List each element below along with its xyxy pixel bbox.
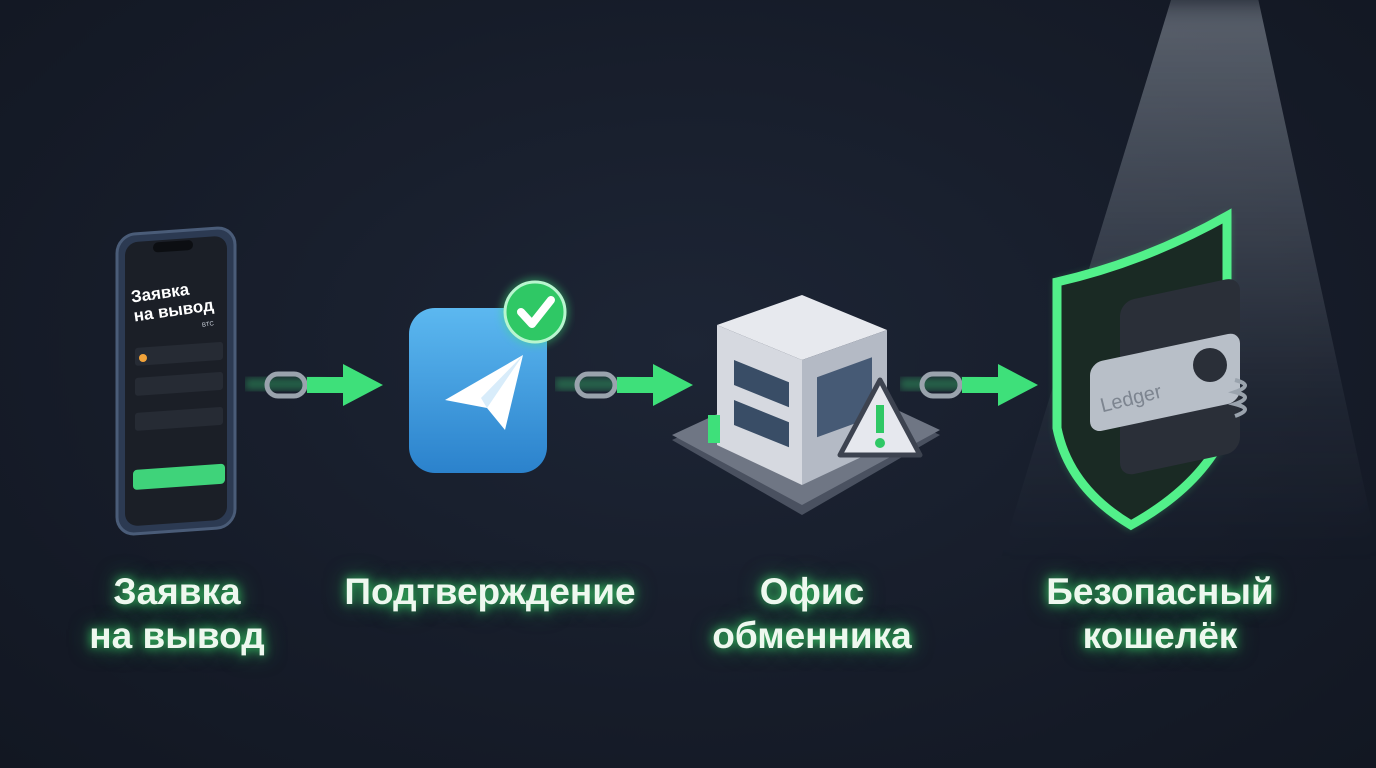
arrow-right-icon xyxy=(343,364,383,406)
label-line: Безопасный xyxy=(1046,571,1274,612)
arrow-connector-2 xyxy=(555,364,693,406)
arrow-right-icon xyxy=(653,364,693,406)
chain-link-icon xyxy=(574,371,618,399)
label-line: обменника xyxy=(712,615,912,656)
step-label-withdrawal-request: Заявка на вывод xyxy=(7,570,347,658)
arrow-right-icon xyxy=(998,364,1038,406)
step-label-secure-wallet: Безопасный кошелёк xyxy=(990,570,1330,658)
label-line: кошелёк xyxy=(1082,615,1238,656)
label-line: Офис xyxy=(759,571,865,612)
arrow-connector-3 xyxy=(900,364,1038,406)
check-badge-icon xyxy=(501,278,569,346)
label-line: Подтверждение xyxy=(344,571,636,612)
shield-wallet-icon xyxy=(1052,208,1247,531)
exchange-office-building-icon xyxy=(672,295,940,515)
telegram-icon xyxy=(409,278,569,473)
warning-triangle-icon xyxy=(837,377,923,458)
step-label-exchange-office: Офис обменника xyxy=(642,570,982,658)
arrow-connector-1 xyxy=(245,364,383,406)
chain-link-icon xyxy=(264,371,308,399)
step-label-confirmation: Подтверждение xyxy=(320,570,660,614)
chain-link-icon xyxy=(919,371,963,399)
label-line: на вывод xyxy=(89,615,265,656)
label-line: Заявка xyxy=(113,571,241,612)
phone-illustration xyxy=(115,226,237,536)
